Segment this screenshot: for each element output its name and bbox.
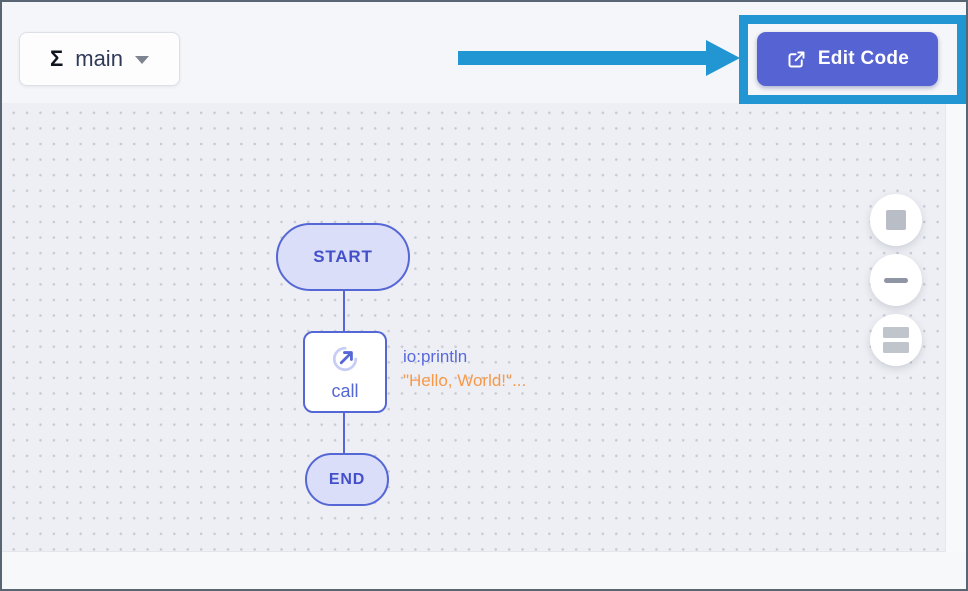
- function-selector-label: main: [75, 46, 123, 71]
- call-node-details[interactable]: io:println "Hello, World!"...: [403, 345, 526, 393]
- sigma-function-icon: Σ: [50, 46, 64, 71]
- start-node[interactable]: START: [276, 223, 410, 291]
- footer-strip: [2, 552, 966, 589]
- call-node[interactable]: call: [303, 331, 387, 413]
- edge-call-to-end: [343, 411, 345, 455]
- start-node-label: START: [313, 247, 373, 266]
- minus-icon: [884, 277, 908, 283]
- external-link-icon: [786, 49, 807, 70]
- call-expression-text: io:println: [403, 347, 468, 366]
- end-node-label: END: [328, 470, 366, 488]
- edit-code-button-label: Edit Code: [817, 48, 910, 69]
- scrollbar-gutter[interactable]: [945, 103, 966, 552]
- annotation-arrow-shaft: [458, 51, 708, 65]
- call-node-label: call: [331, 381, 359, 401]
- stacked-bars-icon: [883, 327, 909, 353]
- circle-arrow-out-icon: [330, 344, 360, 379]
- zoom-out-button[interactable]: [870, 254, 922, 306]
- edit-code-button[interactable]: Edit Code: [757, 32, 938, 86]
- call-arguments-text: "Hello, World!"...: [403, 371, 527, 390]
- fit-to-screen-button[interactable]: [870, 194, 922, 246]
- square-icon: [886, 210, 906, 230]
- diagram-canvas[interactable]: [2, 103, 966, 552]
- chevron-down-icon: [134, 56, 149, 64]
- annotation-arrow-head-icon: [706, 40, 740, 76]
- end-node[interactable]: END: [305, 453, 389, 506]
- overview-button[interactable]: [870, 314, 922, 366]
- function-selector-dropdown[interactable]: Σ main: [19, 32, 180, 86]
- edge-start-to-call: [343, 291, 345, 333]
